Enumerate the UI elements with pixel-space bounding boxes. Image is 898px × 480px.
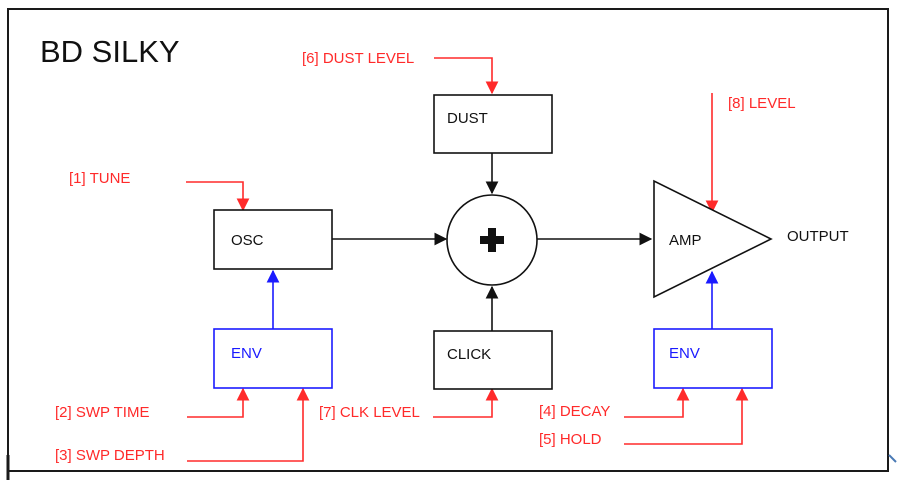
dust-label: DUST [447,110,488,127]
env-left-block: ENV [213,328,333,389]
param-dust-level-label: [6] DUST LEVEL [302,50,414,67]
param-hold-label: [5] HOLD [539,431,602,448]
clk-level-control-arrow [433,387,499,418]
dust-level-control-arrow [434,57,499,95]
swp-time-control-arrow [187,387,250,418]
param-tune-label: [1] TUNE [69,170,130,187]
param-level-label: [8] LEVEL [728,95,796,112]
env-right-label: ENV [669,345,700,362]
diagram-title: BD SILKY [40,34,180,69]
amp-block: AMP [653,179,773,299]
click-block: CLICK [433,330,553,390]
plus-icon [480,228,504,252]
frame-edge-tick [888,454,897,463]
hold-control-arrow [624,387,749,445]
param-decay-label: [4] DECAY [539,403,610,420]
mixer-node [446,194,538,286]
dust-block: DUST [433,94,553,154]
env-left-label: ENV [231,345,262,362]
osc-label: OSC [231,232,264,249]
click-label: CLICK [447,346,491,363]
decay-control-arrow [624,387,690,418]
param-swp-depth-label: [3] SWP DEPTH [55,447,165,464]
swp-depth-control-arrow [187,387,310,462]
tune-control-arrow [186,181,250,212]
amp-label: AMP [669,232,702,249]
output-label: OUTPUT [787,228,849,245]
env-right-block: ENV [653,328,773,389]
param-clk-level-label: [7] CLK LEVEL [319,404,420,421]
param-swp-time-label: [2] SWP TIME [55,404,149,421]
osc-block: OSC [213,209,333,270]
